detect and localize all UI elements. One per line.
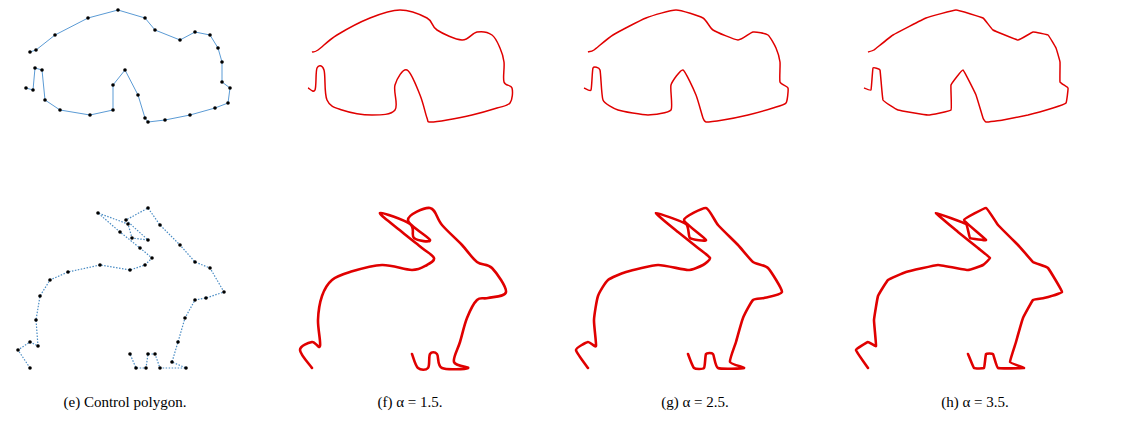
control-point bbox=[204, 296, 208, 300]
control-point bbox=[34, 318, 38, 322]
control-point bbox=[153, 352, 157, 356]
control-point bbox=[216, 46, 220, 50]
control-point bbox=[222, 290, 226, 294]
control-point bbox=[16, 348, 20, 352]
control-point bbox=[88, 113, 92, 117]
control-point bbox=[143, 16, 147, 20]
curve bbox=[300, 208, 506, 370]
control-point bbox=[143, 116, 147, 120]
control-point bbox=[213, 106, 217, 110]
control-point bbox=[184, 366, 188, 370]
control-point bbox=[193, 260, 197, 264]
curve bbox=[584, 10, 788, 122]
control-point bbox=[158, 223, 162, 227]
control-point bbox=[178, 38, 182, 42]
control-point bbox=[220, 80, 224, 84]
control-point bbox=[48, 278, 52, 282]
control-point bbox=[220, 60, 224, 64]
control-point bbox=[128, 268, 132, 272]
control-point bbox=[33, 66, 37, 70]
control-point bbox=[118, 230, 122, 234]
control-point bbox=[66, 270, 70, 274]
control-point bbox=[38, 294, 42, 298]
control-point bbox=[40, 68, 44, 72]
control-point bbox=[34, 48, 38, 52]
control-point bbox=[28, 366, 32, 370]
control-point bbox=[158, 366, 162, 370]
control-point bbox=[208, 33, 212, 37]
control-point bbox=[226, 101, 230, 105]
control-point bbox=[31, 88, 35, 92]
control-point bbox=[24, 86, 28, 90]
control-point bbox=[124, 218, 128, 222]
control-point bbox=[153, 28, 157, 32]
control-point bbox=[150, 256, 154, 260]
control-point bbox=[128, 352, 132, 356]
control-point bbox=[123, 68, 127, 72]
control-point bbox=[193, 298, 197, 302]
control-point bbox=[138, 246, 142, 250]
subfigure-caption: (e) Control polygon. bbox=[0, 394, 255, 411]
control-point bbox=[170, 360, 174, 364]
control-point bbox=[58, 108, 62, 112]
subfigure-caption: (f) α = 1.5. bbox=[280, 394, 540, 411]
subfigure-caption: (g) α = 2.5. bbox=[565, 394, 825, 411]
control-polygon bbox=[26, 10, 230, 122]
control-point bbox=[96, 211, 100, 215]
control-point bbox=[130, 236, 134, 240]
control-point bbox=[146, 238, 150, 242]
control-point bbox=[146, 352, 150, 356]
control-point bbox=[86, 16, 90, 20]
control-point bbox=[144, 366, 148, 370]
control-point bbox=[126, 222, 130, 226]
curve bbox=[864, 10, 1068, 122]
curve bbox=[576, 208, 782, 369]
control-point bbox=[53, 33, 57, 37]
control-point bbox=[193, 30, 197, 34]
control-point bbox=[176, 340, 180, 344]
control-point bbox=[134, 366, 138, 370]
control-point bbox=[116, 8, 120, 12]
control-point bbox=[98, 263, 102, 267]
control-point bbox=[146, 120, 150, 124]
control-point bbox=[28, 50, 32, 54]
control-point bbox=[146, 206, 150, 210]
control-point bbox=[28, 340, 32, 344]
control-point bbox=[178, 243, 182, 247]
control-point bbox=[188, 113, 192, 117]
control-point bbox=[36, 344, 40, 348]
subfigure-caption: (h) α = 3.5. bbox=[845, 394, 1105, 411]
control-point bbox=[228, 86, 232, 90]
control-point bbox=[143, 263, 147, 267]
control-point bbox=[111, 83, 115, 87]
curve bbox=[856, 208, 1062, 368]
control-point bbox=[136, 93, 140, 97]
control-point bbox=[111, 108, 115, 112]
control-point bbox=[163, 118, 167, 122]
control-polygon bbox=[18, 208, 224, 368]
control-point bbox=[43, 98, 47, 102]
curve bbox=[308, 10, 512, 122]
control-point bbox=[183, 316, 187, 320]
control-point bbox=[208, 266, 212, 270]
